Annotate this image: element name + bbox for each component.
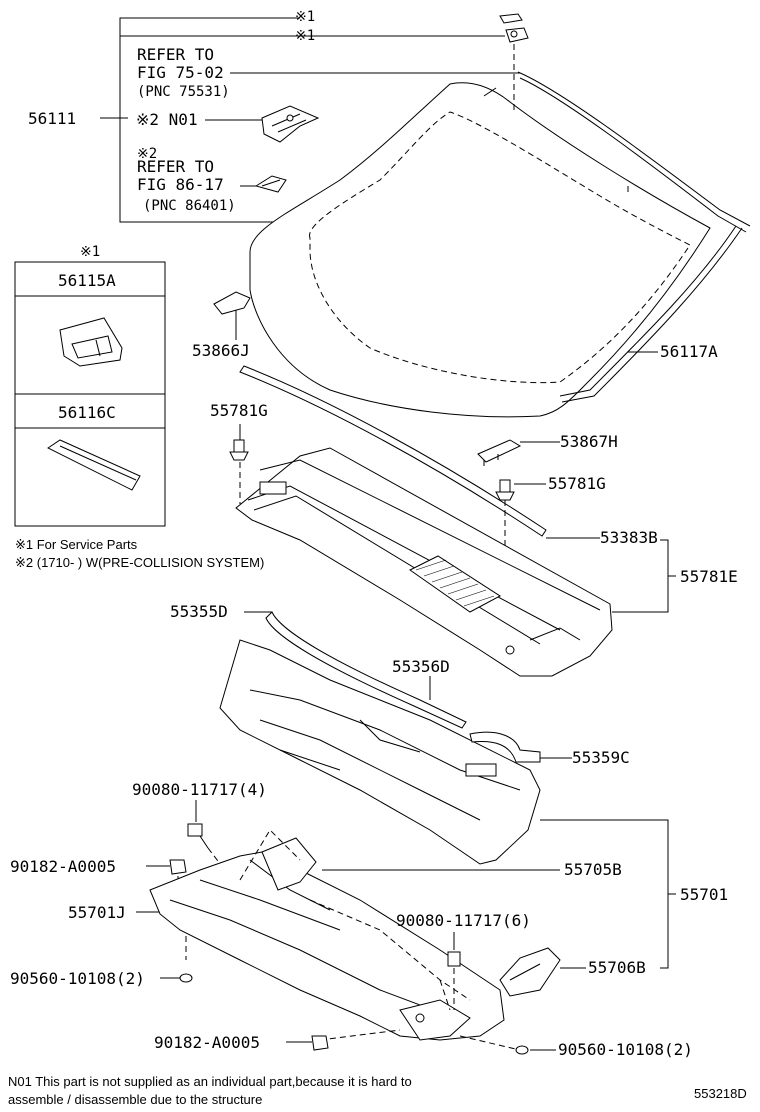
seal-55355D (265, 611, 467, 729)
part-55359C-label: 55359C (572, 748, 630, 767)
nut-90182-bottom (286, 1035, 329, 1051)
part-55356D-label: 55356D (392, 657, 450, 676)
refer2-line3: (PNC 86401) (143, 198, 236, 214)
part-55701-label: 55701 (680, 885, 728, 904)
precollision-note: ※2 (1710- ) W(PRE-COLLISION SYSTEM) (15, 555, 264, 570)
part-56116C-label: 56116C (58, 403, 116, 422)
top-reference-bracket (100, 17, 520, 223)
part-53383B-label: 53383B (600, 528, 658, 547)
part-55355D-label: 55355D (170, 602, 228, 621)
n01-note-line2: assemble / disassemble due to the struct… (8, 1092, 262, 1107)
mark1-second-label: ※1 (295, 28, 315, 44)
part-90560-right-label: 90560-10108(2) (558, 1040, 693, 1059)
cowl-top-panel-55781E (235, 447, 613, 677)
part-56115A-label: 56115A (58, 271, 116, 290)
seal-strip-53383B (239, 365, 547, 537)
part-56111-label: 56111 (28, 109, 76, 128)
part-56117A-label: 56117A (660, 342, 718, 361)
cowl-panel-55705B (219, 639, 541, 865)
windshield-glass (249, 44, 751, 418)
part-53867H-label: 53867H (560, 432, 618, 451)
bracket-55706B (499, 947, 561, 997)
part-55781G-right-label: 55781G (548, 474, 606, 493)
part-55781G-left-label: 55781G (210, 401, 268, 420)
part-90182-bottom-label: 90182-A0005 (154, 1033, 260, 1052)
part-53866J-drawing (213, 291, 251, 340)
part-55705B-label: 55705B (564, 860, 622, 879)
mark2-label: ※2 (137, 146, 157, 162)
lower-panel-55701J (149, 829, 521, 1051)
part-90080-6-label: 90080-11717(6) (396, 911, 531, 930)
cowl-grille-hatch (409, 555, 501, 613)
n01-bracket-part (261, 105, 320, 143)
clip-55781G-left (229, 424, 249, 504)
bolt-90080-6 (447, 932, 461, 1010)
part-90560-left-label: 90560-10108(2) (10, 969, 145, 988)
mark2-n01-label: ※2 N01 (136, 110, 198, 129)
service-parts-note: ※1 For Service Parts (15, 537, 138, 552)
sensor-cover-part (254, 175, 287, 193)
part-55781E-label: 55781E (680, 567, 738, 586)
part-90182-top-label: 90182-A0005 (10, 857, 116, 876)
clip-90560-right (515, 1045, 556, 1055)
service-clip-top (499, 13, 529, 43)
part-55701J-label: 55701J (68, 903, 126, 922)
seal-55359C (469, 731, 541, 763)
part-90080-4-label: 90080-11717(4) (132, 780, 267, 799)
mark1-top-label: ※1 (295, 9, 315, 25)
part-55706B-label: 55706B (588, 958, 646, 977)
refer1-line1: REFER TO (137, 45, 214, 64)
part-53866J-label: 53866J (192, 341, 250, 360)
refer2-line1: REFER TO (137, 157, 214, 176)
clip-90560-left (160, 973, 193, 983)
n01-note-line1: N01 This part is not supplied as an indi… (8, 1074, 412, 1089)
box-mark-label: ※1 (80, 244, 100, 260)
refer1-line3: (PNC 75531) (137, 84, 230, 100)
diagram-id-label: 553218D (694, 1086, 747, 1101)
part-53867H-drawing (477, 439, 522, 466)
refer1-line2: FIG 75-02 (137, 63, 224, 82)
service-parts-box (14, 261, 166, 527)
refer2-line2: FIG 86-17 (137, 175, 224, 194)
